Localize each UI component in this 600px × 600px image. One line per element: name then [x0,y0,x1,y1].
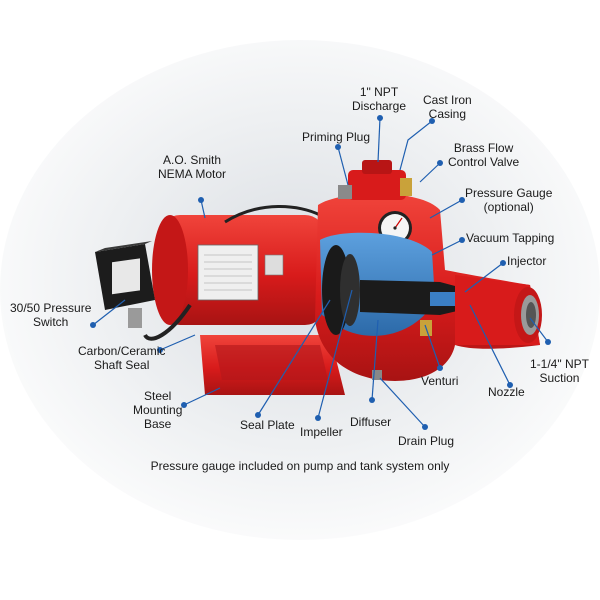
label-drain-plug: Drain Plug [398,434,455,448]
callout-line-drain [379,377,426,428]
label-suction: 1-1/4" NPT Suction [530,357,589,385]
callout-markers [90,115,551,430]
teardrop-pin-icon [369,397,375,403]
pressure-switch [95,241,155,328]
teardrop-pin-icon [315,415,321,421]
pump-illustration [95,160,542,395]
label-nozzle: Nozzle [488,385,525,399]
teardrop-pin-icon [545,339,551,345]
teardrop-pin-icon [459,237,465,243]
callout-line-priming-plug [337,146,349,186]
callout-line-gauge [429,199,463,219]
label-pressure-switch: 30/50 Pressure Switch [10,301,92,329]
label-cast-iron-casing: Cast Iron Casing [423,93,472,121]
teardrop-pin-icon [198,197,204,203]
label-brass-flow-control-valve: Brass Flow Control Valve [448,141,520,169]
label-pressure-gauge: Pressure Gauge (optional) [465,186,553,214]
teardrop-pin-icon [437,365,443,371]
callout-line-vacuum [431,239,463,256]
teardrop-pin-icon [255,412,261,418]
label-mounting-base: Steel Mounting Base [133,389,183,431]
callout-line-venturi [424,324,441,369]
teardrop-pin-icon [500,260,506,266]
label-impeller: Impeller [300,425,343,439]
callout-line-injector [464,262,504,293]
label-diffuser: Diffuser [350,415,392,429]
teardrop-pin-icon [377,115,383,121]
teardrop-pin-icon [507,382,513,388]
callout-lines [92,117,549,428]
label-seal-plate: Seal Plate [240,418,295,432]
callout-line-seal-plate [257,299,331,416]
callout-line-diffuser [371,319,379,401]
teardrop-pin-icon [422,424,428,430]
teardrop-pin-icon [429,118,435,124]
callout-line-switch [92,299,126,326]
label-npt-discharge: 1" NPT Discharge [352,85,407,113]
label-vacuum-tapping: Vacuum Tapping [466,231,555,245]
label-venturi: Venturi [421,374,459,388]
callout-line-suction [529,317,549,343]
teardrop-pin-icon [90,322,96,328]
callout-line-npt-discharge [377,117,381,163]
caption: Pressure gauge included on pump and tank… [150,459,450,473]
callout-line-impeller [317,289,353,419]
motor-label-plate [197,244,259,301]
label-priming-plug: Priming Plug [302,130,371,144]
label-injector: Injector [507,254,547,268]
teardrop-pin-icon [181,402,187,408]
callout-line-brass-valve [419,162,441,183]
callout-line-shaft-seal [159,334,196,351]
label-shaft-seal: Carbon/Ceramic Shaft Seal [78,344,166,372]
teardrop-pin-icon [437,160,443,166]
callout-line-base [183,387,221,406]
teardrop-pin-icon [157,347,163,353]
callout-line-cast-iron [399,120,433,171]
teardrop-pin-icon [335,144,341,150]
label-nema-motor: A.O. Smith NEMA Motor [158,153,227,181]
callout-line-motor [200,199,206,219]
callout-line-nozzle [469,304,511,386]
teardrop-pin-icon [459,197,465,203]
